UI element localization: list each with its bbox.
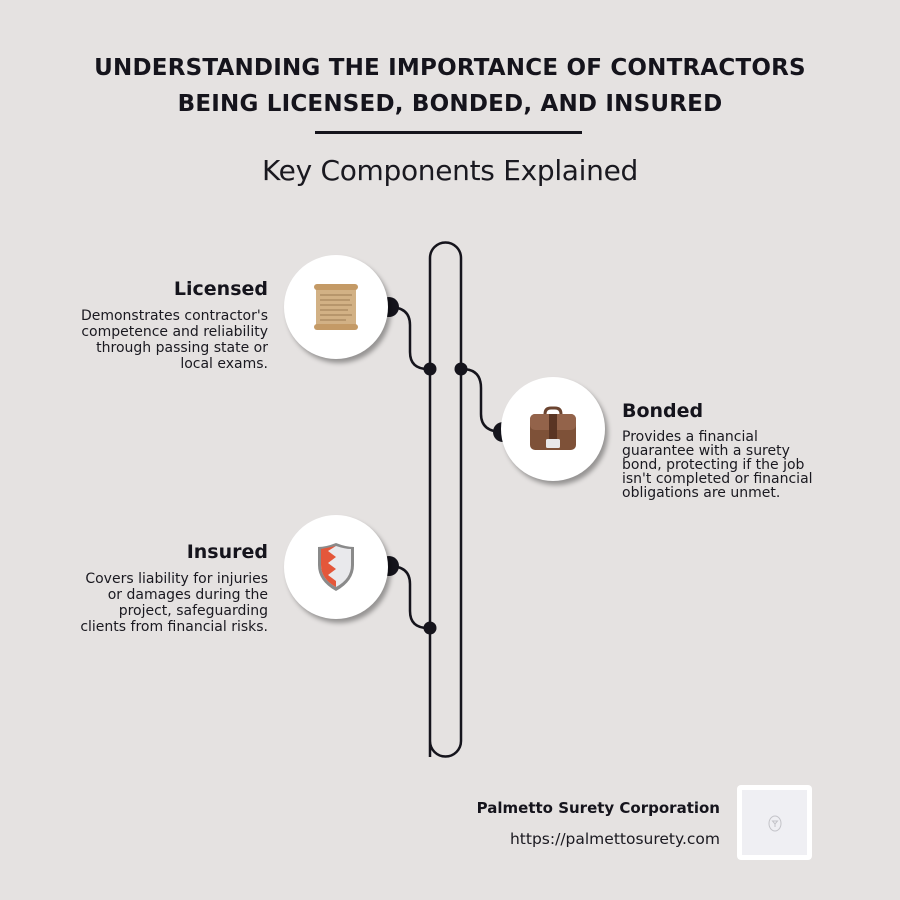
desc-line: isn't completed or financial xyxy=(622,471,813,487)
desc-line: clients from financial risks. xyxy=(80,619,268,635)
qr-code-box xyxy=(737,785,812,860)
desc-line: through passing state or xyxy=(96,340,268,356)
briefcase-icon xyxy=(530,406,576,450)
licensed-description: Demonstrates contractor's competence and… xyxy=(48,308,268,372)
desc-line: project, safeguarding xyxy=(118,603,268,619)
company-url[interactable]: https://palmettosurety.com xyxy=(509,830,720,848)
bonded-heading: Bonded xyxy=(622,400,704,422)
desc-line: bond, protecting if the job xyxy=(622,457,805,473)
licensed-heading: Licensed xyxy=(173,278,268,300)
desc-line: Covers liability for injuries xyxy=(85,571,268,587)
page-title: UNDERSTANDING THE IMPORTANCE OF CONTRACT… xyxy=(0,50,900,122)
page-subtitle: Key Components Explained xyxy=(261,154,638,187)
desc-line: competence and reliability xyxy=(81,324,268,340)
title-line-2: BEING LICENSED, BONDED, AND INSURED xyxy=(177,91,723,117)
title-line-1: UNDERSTANDING THE IMPORTANCE OF CONTRACT… xyxy=(94,55,806,81)
company-name: Palmetto Surety Corporation xyxy=(476,799,720,817)
title-divider xyxy=(315,131,582,134)
licensed-icon-circle xyxy=(284,255,388,359)
qr-code-area xyxy=(742,790,807,855)
insured-description: Covers liability for injuries or damages… xyxy=(28,571,268,635)
scroll-icon xyxy=(314,284,358,330)
desc-line: local exams. xyxy=(180,356,268,372)
desc-line: guarantee with a surety xyxy=(622,443,790,459)
desc-line: obligations are unmet. xyxy=(622,485,781,501)
insured-icon-circle xyxy=(284,515,388,619)
desc-line: or damages during the xyxy=(107,587,268,603)
qr-code-placeholder-icon xyxy=(768,815,781,831)
shield-icon xyxy=(318,543,354,591)
bonded-icon-circle xyxy=(501,377,605,481)
bonded-description: Provides a financial guarantee with a su… xyxy=(622,430,862,500)
desc-line: Demonstrates contractor's xyxy=(80,308,268,324)
insured-heading: Insured xyxy=(186,541,268,563)
desc-line: Provides a financial xyxy=(622,429,758,445)
